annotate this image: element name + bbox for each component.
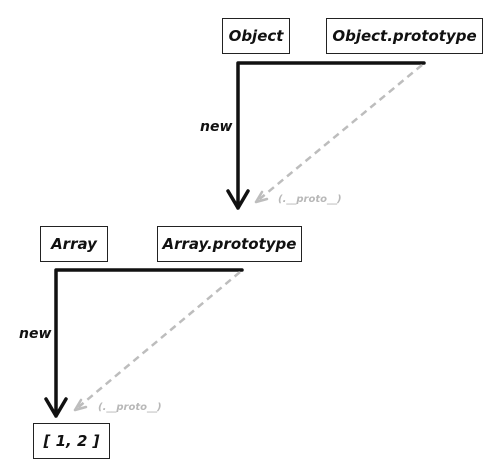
proto-arrowhead-top [254, 190, 269, 204]
new-label-bottom: new [19, 326, 52, 342]
proto-label-top: (.__proto__) [278, 194, 342, 205]
proto-arrowhead-bottom [73, 398, 88, 412]
object-node-label: Object [228, 27, 284, 45]
array-prototype-node: Array.prototype [157, 226, 302, 262]
array-instance-node-label: [ 1, 2 ] [43, 432, 100, 450]
new-arrow-bottom [44, 268, 244, 418]
array-node: Array [40, 226, 108, 262]
new-arrow-top [226, 61, 426, 210]
object-prototype-node-label: Object.prototype [332, 27, 477, 45]
object-prototype-node: Object.prototype [326, 18, 483, 54]
proto-link-bottom [74, 271, 241, 411]
array-node-label: Array [51, 235, 97, 253]
new-label-top: new [200, 119, 233, 135]
array-prototype-node-label: Array.prototype [162, 235, 297, 253]
proto-label-bottom: (.__proto__) [98, 402, 162, 413]
object-node: Object [222, 18, 290, 54]
proto-link-top [255, 64, 423, 203]
array-instance-node: [ 1, 2 ] [33, 423, 110, 459]
